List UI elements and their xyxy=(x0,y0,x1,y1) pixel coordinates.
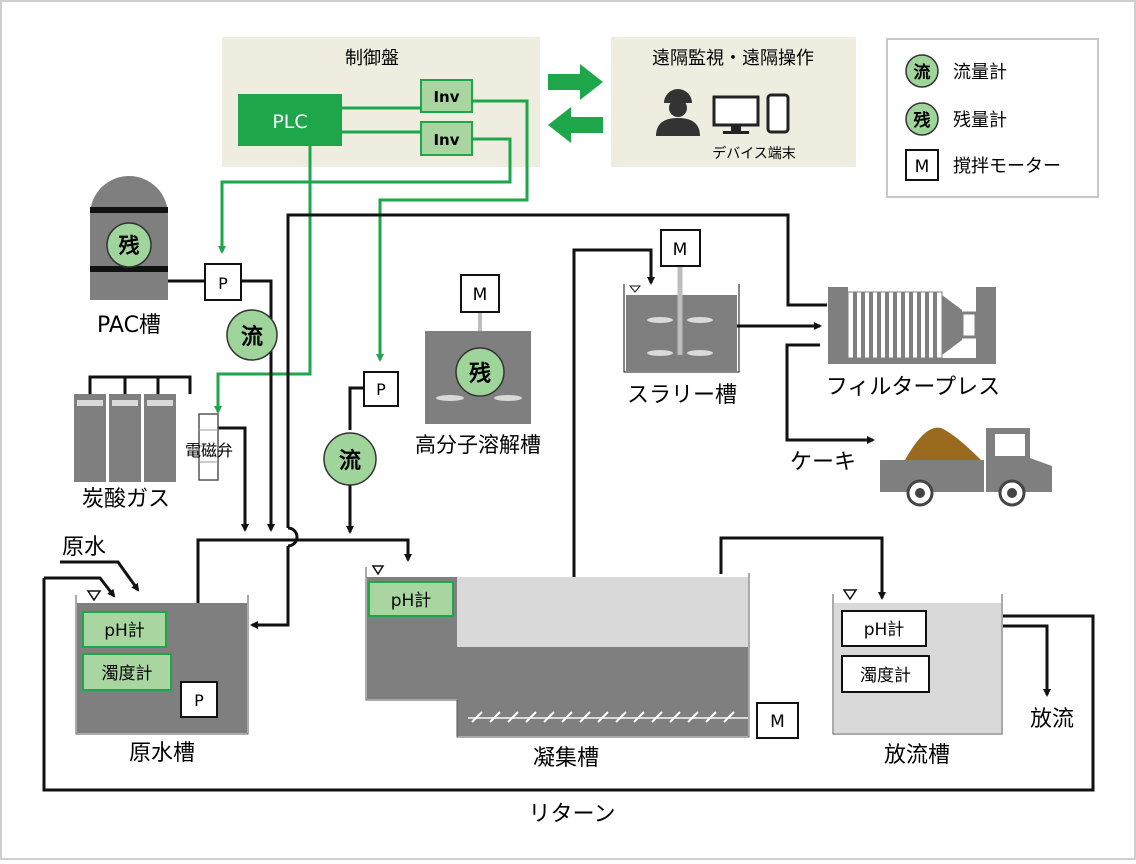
pac-pump xyxy=(204,263,242,301)
polymer-flow-meter-label: 流 xyxy=(339,448,361,474)
raw-ph-meter-label: pH計 xyxy=(104,621,145,641)
discharge-label: 放流 xyxy=(1030,707,1074,732)
smartphone-icon xyxy=(766,93,790,134)
raw-tank-label: 原水槽 xyxy=(129,741,195,766)
discharge-ph-meter-label: pH計 xyxy=(864,620,905,640)
discharge-turbidity-meter xyxy=(841,655,930,693)
slurry-tank-label: スラリー槽 xyxy=(627,383,737,408)
worker-icon xyxy=(656,89,700,136)
filter-press-label: フィルタープレス xyxy=(826,375,1000,400)
pac-flow-meter xyxy=(226,309,278,361)
coag-motor-label: M xyxy=(770,712,785,732)
legend-motor-icon xyxy=(905,149,939,181)
filter-press xyxy=(828,287,996,364)
coag-tank-label: 凝集槽 xyxy=(533,746,599,771)
pac-tank-label: PAC槽 xyxy=(97,313,161,338)
legend-motor-label: 撹拌モーター xyxy=(953,156,1061,177)
discharge-ph-meter xyxy=(841,610,927,647)
control-signal-lines xyxy=(214,99,529,414)
polymer-pump-label: P xyxy=(376,380,386,399)
polymer-level-meter xyxy=(455,347,505,397)
polymer-level-meter-label: 残 xyxy=(469,361,491,387)
legend-motor-symbol: M xyxy=(915,157,930,177)
co2-label: 炭酸ガス xyxy=(82,487,170,512)
coag-motor xyxy=(756,702,799,739)
raw-turbidity-meter xyxy=(82,653,172,691)
plc-label: PLC xyxy=(272,111,307,133)
discharge-tank-label: 放流槽 xyxy=(884,743,950,768)
return-label: リターン xyxy=(529,802,616,827)
discharge-turbidity-meter-label: 濁度計 xyxy=(860,666,911,686)
cake-label: ケーキ xyxy=(790,450,856,475)
polymer-pump xyxy=(363,371,399,407)
inverter-2-label: Inv xyxy=(433,131,459,149)
inverter-1 xyxy=(420,79,473,113)
pac-tank: 残 xyxy=(90,176,168,300)
legend-level-icon xyxy=(905,102,939,136)
raw-pump-label: P xyxy=(194,691,204,710)
polymer-motor-label: M xyxy=(473,285,488,305)
legend-flow-label: 流量計 xyxy=(953,62,1007,83)
polymer-tank-label: 高分子溶解槽 xyxy=(415,433,541,457)
control-panel-title: 制御盤 xyxy=(345,48,399,69)
device-label: デバイス端末 xyxy=(712,145,796,162)
pac-pump-label: P xyxy=(218,274,228,293)
raw-ph-meter xyxy=(82,611,167,648)
pac-flow-meter-label: 流 xyxy=(241,324,263,350)
plc-box xyxy=(238,94,342,146)
legend-flow-icon xyxy=(905,54,939,88)
raw-pump xyxy=(180,681,218,718)
remote-title: 遠隔監視・遠隔操作 xyxy=(652,48,814,69)
pac-level-meter: 残 xyxy=(119,234,140,258)
slurry-motor-label: M xyxy=(673,240,688,260)
raw-turbidity-meter-label: 濁度計 xyxy=(102,664,153,684)
raw-water-inlet-label: 原水 xyxy=(62,535,106,560)
legend-flow-symbol: 流 xyxy=(914,62,931,83)
slurry-motor xyxy=(660,229,701,267)
polymer-flow-meter xyxy=(323,432,377,486)
inverter-1-label: Inv xyxy=(433,88,459,106)
slurry-tank xyxy=(623,262,740,373)
legend-level-symbol: 残 xyxy=(914,110,931,131)
polymer-motor xyxy=(460,274,500,313)
co2-cylinders xyxy=(74,394,176,482)
legend-level-label: 残量計 xyxy=(953,110,1007,131)
coag-ph-meter xyxy=(368,581,454,617)
arrow-from-remote xyxy=(548,107,603,143)
solenoid-valve-label: 電磁弁 xyxy=(185,441,233,460)
coag-ph-meter-label: pH計 xyxy=(391,591,432,611)
monitor-icon xyxy=(712,95,760,134)
truck-icon xyxy=(880,427,1052,507)
arrow-to-remote xyxy=(548,64,603,100)
